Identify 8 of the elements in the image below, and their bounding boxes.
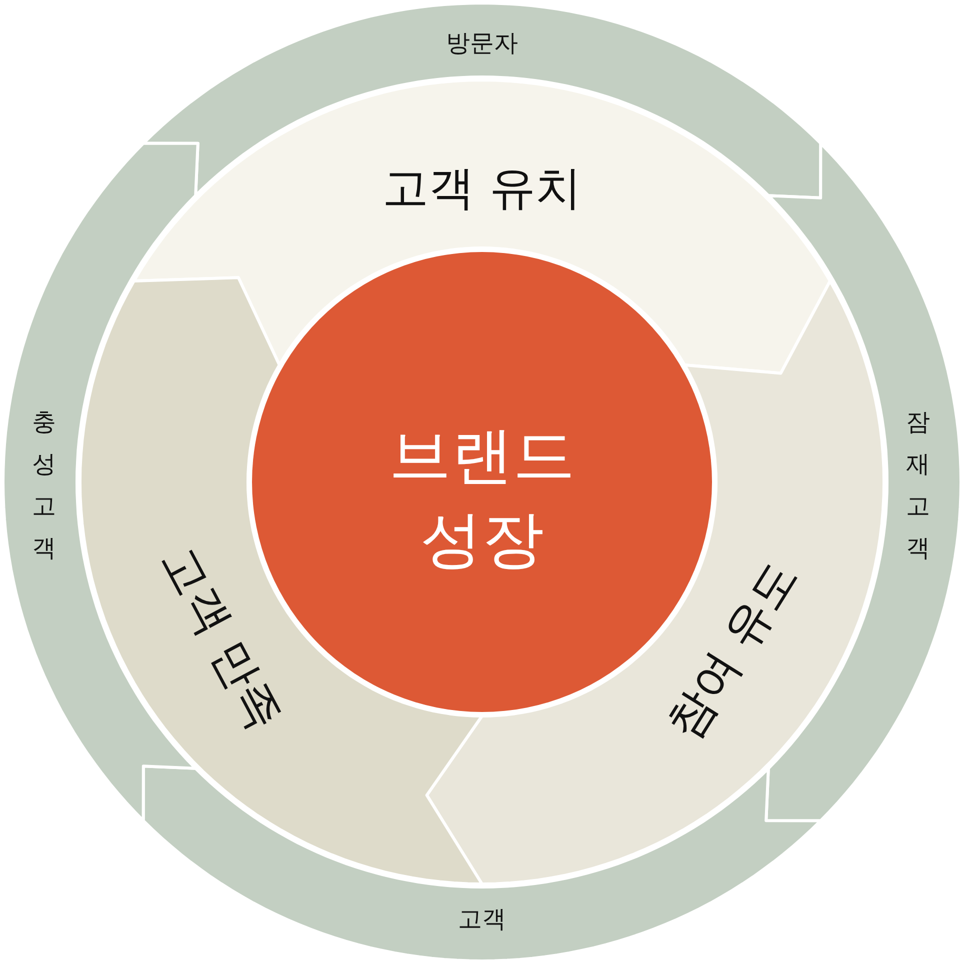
segment-label: 고객 — [458, 906, 506, 934]
segment-label: 참여 유도 — [656, 552, 808, 748]
segment-label: 고객 만족 — [152, 538, 292, 738]
center-label: 브랜드 성장 — [367, 413, 597, 581]
segment-label: 잠재 고객 — [905, 401, 931, 569]
segment-label: 고객 유치 — [382, 162, 582, 214]
segment-label: 방문자 — [446, 30, 518, 58]
segment-label: 충성 고객 — [31, 401, 57, 569]
